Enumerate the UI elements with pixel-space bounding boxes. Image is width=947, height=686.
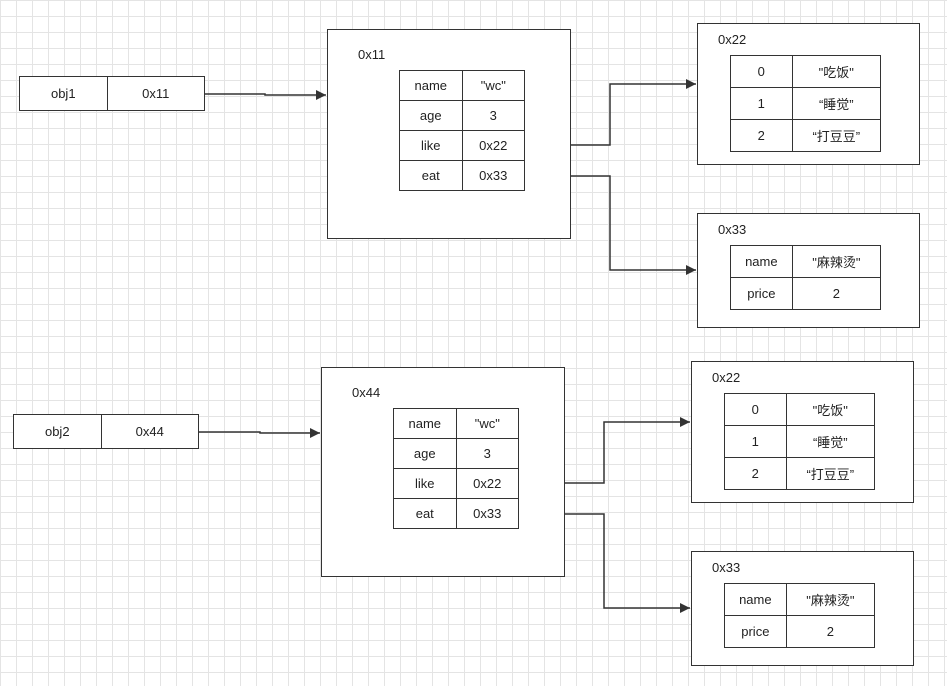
property-key: like [393,468,457,499]
object-properties-table: name "wc" age 3 like 0x22 eat 0x33 [393,408,520,529]
array-value: “打豆豆” [791,119,882,152]
variable-reference: 0x44 [100,414,200,449]
array-elements-table: 0 "吃饭" 1 “睡觉” 2 “打豆豆” [730,55,882,152]
table-row: eat 0x33 [399,160,526,191]
property-value: "麻辣烫" [785,583,876,616]
property-key: name [730,245,793,278]
array-index: 2 [730,119,793,152]
property-value: 0x33 [455,498,520,529]
property-key: price [724,615,787,648]
table-row: like 0x22 [393,468,520,499]
object-address: 0x44 [352,385,381,400]
array-index: 1 [730,87,793,120]
property-key: age [399,100,463,131]
table-row: age 3 [393,438,520,469]
table-row: 1 “睡觉” [724,425,876,458]
property-value: 2 [791,277,882,310]
arrow-obj2-to-0x44 [199,428,320,438]
property-value: 3 [455,438,520,469]
variable-obj1: obj1 0x11 [19,76,206,111]
table-row: 0 "吃饭" [730,55,882,88]
table-row: 1 “睡觉” [730,87,882,120]
property-key: eat [399,160,463,191]
array-address: 0x22 [712,370,741,385]
array-value: "吃饭" [791,55,882,88]
property-key: eat [393,498,457,529]
object-address: 0x11 [358,47,386,62]
object-address: 0x33 [718,222,747,237]
property-value: 3 [461,100,526,131]
table-row: price 2 [724,615,876,648]
variable-name: obj1 [19,76,108,111]
property-key: name [724,583,787,616]
object-properties-table: name "wc" age 3 like 0x22 eat 0x33 [399,70,526,191]
property-value: "麻辣烫" [791,245,882,278]
variable-reference: 0x11 [106,76,206,111]
property-key: age [393,438,457,469]
object-address: 0x33 [712,560,741,575]
array-value: “打豆豆” [785,457,876,490]
property-value: "wc" [455,408,520,439]
array-value: "吃饭" [785,393,876,426]
table-row: name "wc" [399,70,526,101]
property-key: price [730,277,793,310]
eat-properties-table: name "麻辣烫" price 2 [730,245,882,310]
table-row: 2 “打豆豆” [730,119,882,152]
array-index: 0 [730,55,793,88]
array-value: “睡觉” [791,87,882,120]
property-value: 0x22 [455,468,520,499]
table-row: like 0x22 [399,130,526,161]
array-address: 0x22 [718,32,747,47]
table-row: name "wc" [393,408,520,439]
eat-properties-table: name "麻辣烫" price 2 [724,583,876,648]
variable-obj2: obj2 0x44 [13,414,200,449]
property-value: 0x22 [461,130,526,161]
property-key: like [399,130,463,161]
array-index: 2 [724,457,787,490]
property-value: 0x33 [461,160,526,191]
array-index: 1 [724,425,787,458]
table-row: price 2 [730,277,882,310]
arrow-obj1-to-0x11 [205,90,326,100]
property-key: name [399,70,463,101]
property-value: 2 [785,615,876,648]
array-value: “睡觉” [785,425,876,458]
variable-name: obj2 [13,414,102,449]
property-key: name [393,408,457,439]
table-row: name "麻辣烫" [724,583,876,616]
array-elements-table: 0 "吃饭" 1 “睡觉” 2 “打豆豆” [724,393,876,490]
table-row: 2 “打豆豆” [724,457,876,490]
table-row: age 3 [399,100,526,131]
table-row: 0 "吃饭" [724,393,876,426]
heap-object-0x11 [327,29,571,239]
table-row: eat 0x33 [393,498,520,529]
table-row: name "麻辣烫" [730,245,882,278]
property-value: "wc" [461,70,526,101]
array-index: 0 [724,393,787,426]
